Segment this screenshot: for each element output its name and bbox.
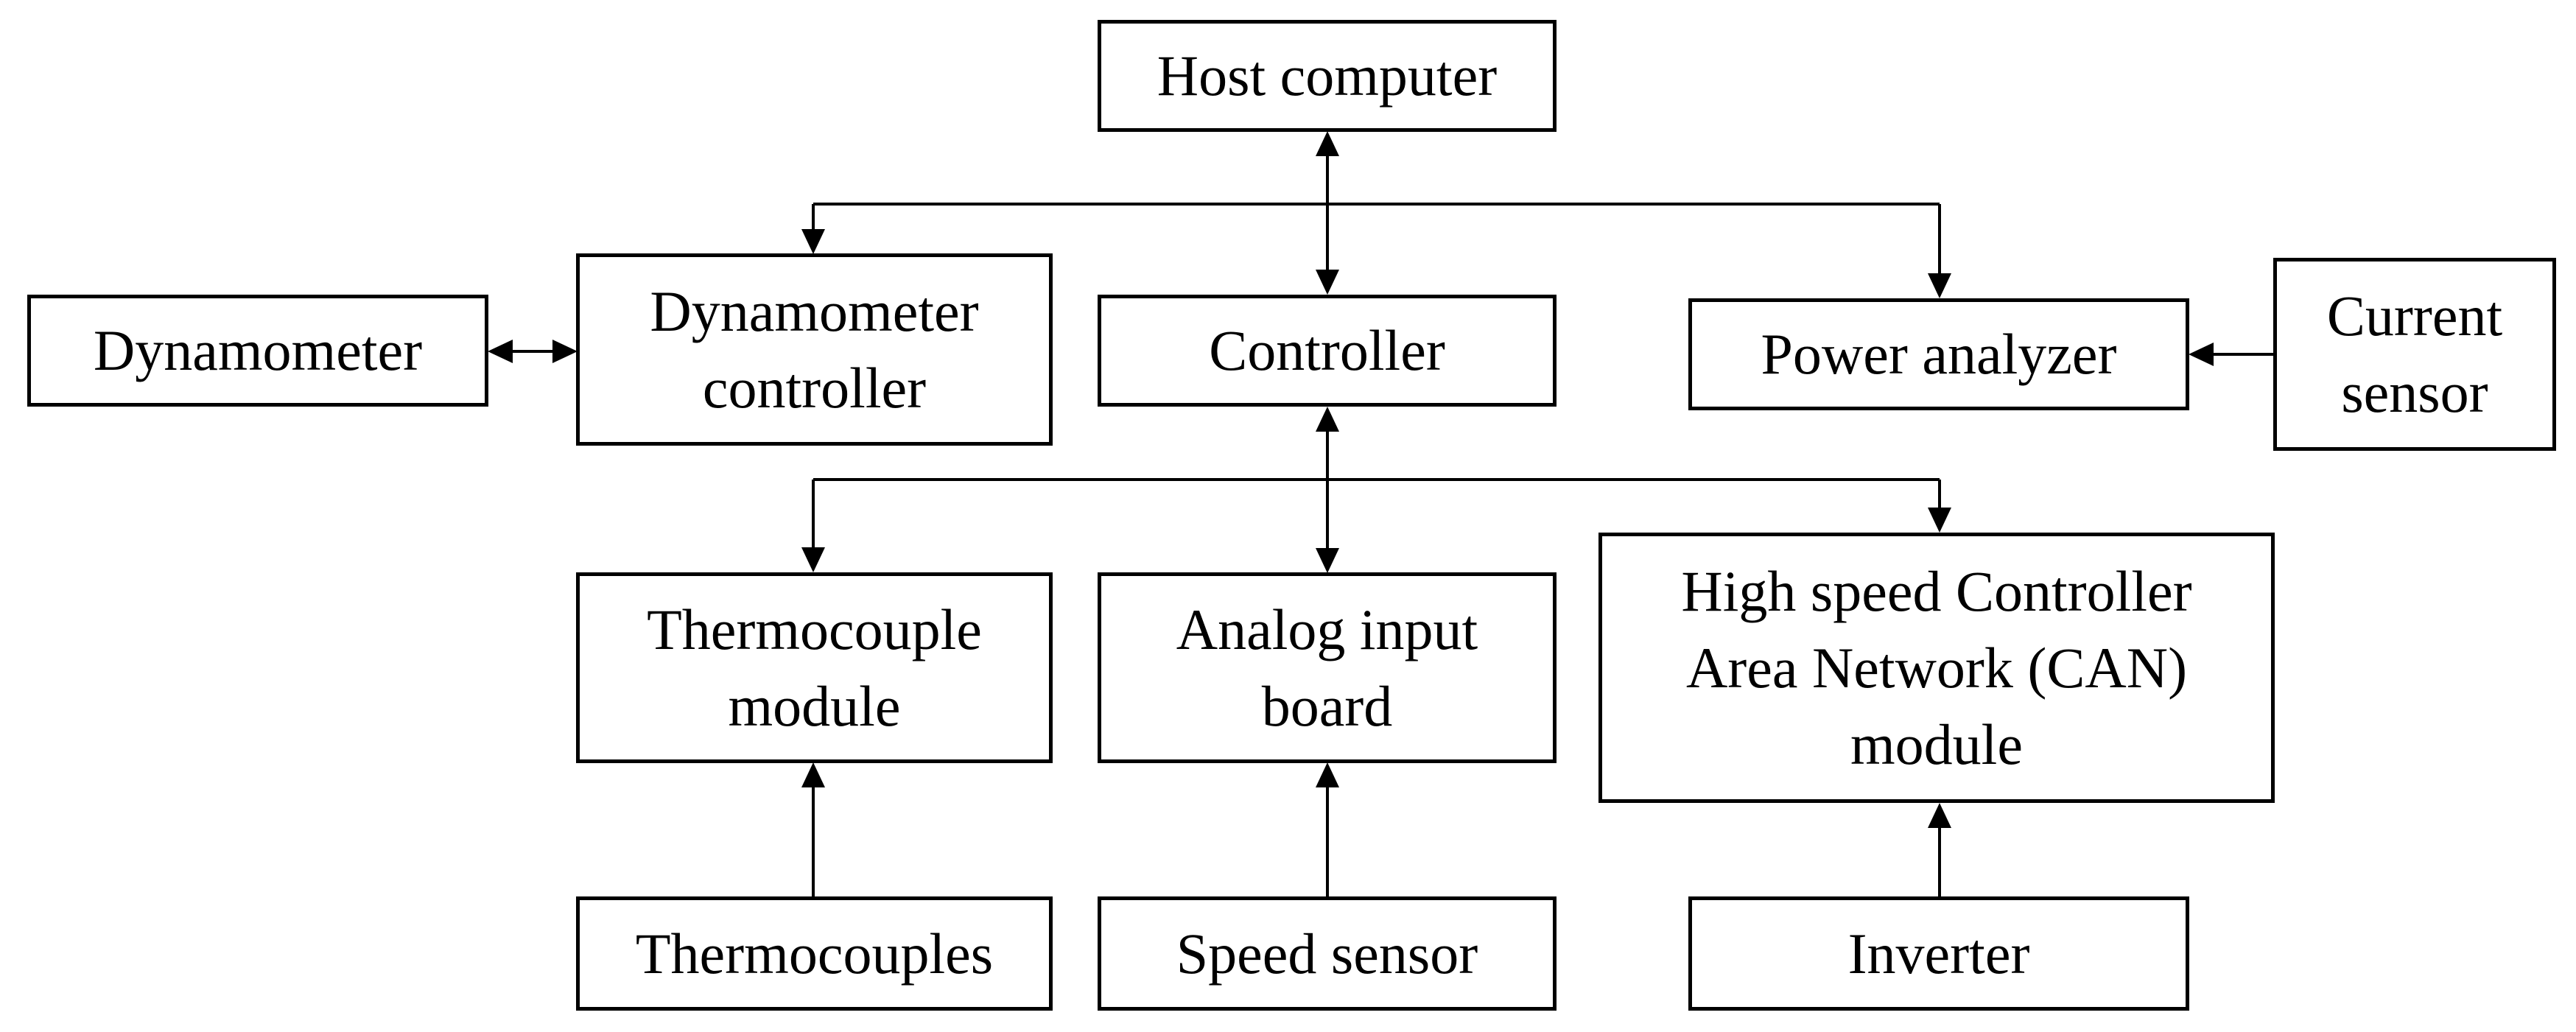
host-computer-label: Host computer	[1157, 43, 1498, 108]
current-sensor-box: Current sensor	[2273, 258, 2556, 451]
arrowhead-down-thermomodule	[801, 547, 825, 572]
controller-box: Controller	[1098, 295, 1557, 407]
thermocouples-box: Thermocouples	[576, 896, 1053, 1011]
arrowhead-up-thermomodule	[801, 762, 825, 787]
arrowhead-down-poweranalyzer	[1928, 273, 1951, 298]
current-sensor-label: Current sensor	[2326, 284, 2503, 424]
host-computer-box: Host computer	[1098, 20, 1557, 132]
thermocouple-module-box: Thermocouple module	[576, 572, 1053, 763]
dynamometer-controller-label: Dynamometer controller	[650, 278, 979, 420]
arrowhead-left-dynamometer	[488, 340, 513, 363]
arrowhead-down-canmodule	[1928, 508, 1951, 533]
inverter-box: Inverter	[1688, 896, 2189, 1011]
arrowhead-up-controller	[1316, 407, 1339, 432]
speed-sensor-box: Speed sensor	[1098, 896, 1557, 1011]
inverter-label: Inverter	[1847, 921, 2030, 986]
arrowhead-right-dyncontroller	[552, 340, 578, 363]
arrowhead-up-canmodule	[1928, 803, 1951, 828]
thermocouple-module-label: Thermocouple module	[647, 597, 982, 738]
dynamometer-controller-box: Dynamometer controller	[576, 253, 1053, 446]
power-analyzer-box: Power analyzer	[1688, 298, 2189, 410]
thermocouples-label: Thermocouples	[635, 921, 994, 986]
analog-input-board-box: Analog input board	[1098, 572, 1557, 763]
arrowhead-down-controller	[1316, 270, 1339, 295]
can-module-box: High speed Controller Area Network (CAN)…	[1598, 533, 2275, 803]
arrowhead-down-analog	[1316, 548, 1339, 573]
arrowhead-up-host	[1316, 131, 1339, 156]
controller-label: Controller	[1209, 318, 1445, 382]
analog-input-board-label: Analog input board	[1176, 597, 1478, 738]
arrowhead-left-poweranalyzer	[2189, 343, 2214, 366]
can-module-label: High speed Controller Area Network (CAN)…	[1681, 558, 2192, 776]
dynamometer-label: Dynamometer	[93, 318, 423, 382]
arrowhead-down-dyncontroller	[801, 229, 825, 254]
arrowhead-up-analog	[1316, 762, 1339, 787]
dynamometer-box: Dynamometer	[27, 295, 488, 407]
power-analyzer-label: Power analyzer	[1761, 322, 2117, 386]
speed-sensor-label: Speed sensor	[1176, 921, 1478, 986]
